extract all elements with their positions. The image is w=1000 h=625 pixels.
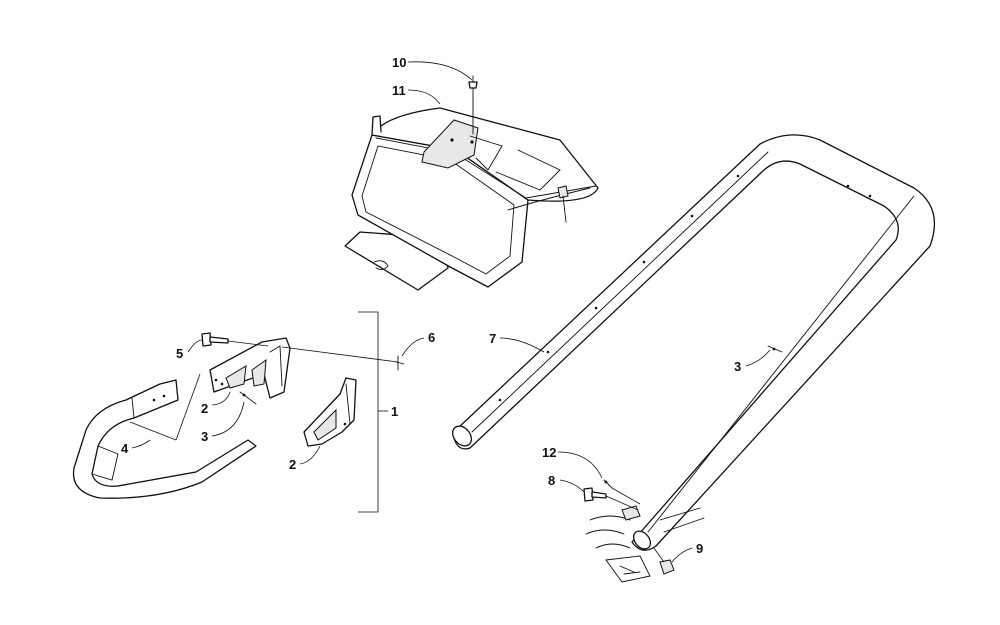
bolt-5: [201, 332, 269, 347]
leader-lines: [131, 61, 771, 563]
assembly-bracket: [358, 311, 379, 513]
bolt-8: [583, 487, 639, 511]
mount-bracket-left: [209, 337, 291, 399]
callout-12: 12: [542, 445, 556, 460]
storage-bag: [344, 107, 599, 291]
pin-12: [603, 479, 641, 505]
clip-6: [281, 346, 405, 371]
vehicle-mount-area: [585, 505, 705, 583]
screw-10: [468, 75, 478, 135]
callout-11: 11: [392, 83, 406, 98]
callout-5: 5: [176, 346, 183, 361]
callout-2-right: 2: [289, 457, 296, 472]
callout-3-right: 3: [734, 359, 741, 374]
callout-3-left: 3: [201, 429, 208, 444]
callout-2-left: 2: [201, 401, 208, 416]
callout-6: 6: [428, 330, 435, 345]
long-u-handle-7: [451, 134, 936, 551]
callout-10: 10: [392, 55, 406, 70]
callout-4: 4: [121, 441, 129, 456]
callout-9: 9: [696, 541, 703, 556]
mount-bracket-right: [303, 377, 357, 447]
pin-3-left: [239, 391, 257, 405]
pin-3-right: [767, 345, 783, 353]
callout-7: 7: [489, 331, 496, 346]
nut-9: [653, 547, 675, 575]
bumper-handle-4: [72, 373, 257, 499]
callout-8: 8: [548, 473, 555, 488]
callout-1: 1: [391, 404, 398, 419]
